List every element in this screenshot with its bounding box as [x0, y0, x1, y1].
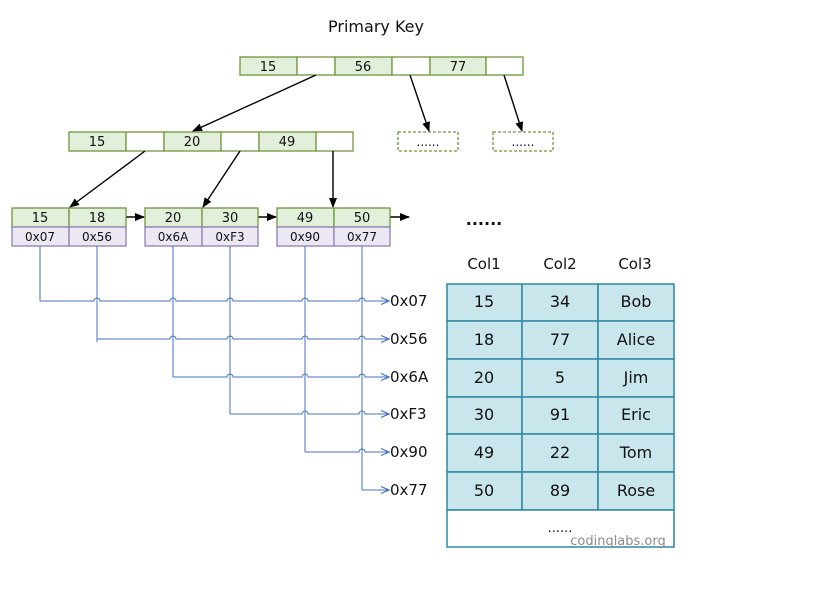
leaf-pointer: 0x07	[25, 230, 55, 244]
table-cell: Jim	[623, 368, 649, 387]
leaf-pointer: 0x56	[82, 230, 112, 244]
ellipsis-node-2: ......	[492, 131, 554, 152]
level2-node: 15 20 49	[68, 131, 354, 152]
table-row: 50 89 Rose	[446, 471, 675, 511]
data-table: Col1 Col2 Col3 15 34 Bob 18 77 Alice 20 …	[446, 255, 675, 548]
leaf-pointer: 0x6A	[158, 230, 189, 244]
address-labels: 0x07 0x56 0x6A 0xF3 0x90 0x77	[390, 292, 429, 499]
diagram-title: Primary Key	[328, 17, 424, 36]
address-label: 0xF3	[390, 405, 427, 423]
table-cell: 20	[474, 368, 494, 387]
root-key-1: 15	[260, 60, 277, 75]
leaf-pointer: 0x90	[290, 230, 320, 244]
address-label: 0x90	[390, 443, 428, 461]
svg-text:......: ......	[512, 135, 535, 149]
table-cell: 34	[550, 292, 570, 311]
table-cell: 89	[550, 481, 570, 500]
watermark: codinglabs.org	[570, 534, 666, 549]
table-row: 15 34 Bob	[446, 283, 675, 322]
table-cell: Rose	[617, 481, 655, 500]
leaf-key: 50	[354, 211, 371, 226]
table-cell: Bob	[621, 292, 652, 311]
table-cell: 77	[550, 330, 570, 349]
address-label: 0x56	[390, 330, 428, 348]
column-header: Col3	[618, 255, 651, 273]
leaf-node-2: 20 30 0x6A 0xF3	[144, 207, 259, 247]
table-cell: 18	[474, 330, 494, 349]
leaf-continuation-ellipsis: ......	[466, 210, 502, 229]
leaf-node-3: 49 50 0x90 0x77	[276, 207, 391, 247]
root-key-2: 56	[355, 60, 372, 75]
leaf-key: 18	[89, 211, 106, 226]
table-row: 30 91 Eric	[446, 396, 675, 435]
table-cell: 49	[474, 443, 494, 462]
table-cell: Tom	[619, 443, 652, 462]
address-label: 0x77	[390, 481, 428, 499]
table-cell: Alice	[617, 330, 655, 349]
level2-key-1: 15	[89, 135, 106, 150]
table-row: 20 5 Jim	[446, 358, 675, 398]
leaf-node-1: 15 18 0x07 0x56	[11, 207, 127, 247]
table-cell: 30	[474, 405, 494, 424]
table-footer-ellipsis: ......	[548, 521, 573, 536]
leaf-pointer: 0x77	[347, 230, 377, 244]
table-row: 18 77 Alice	[446, 320, 675, 360]
table-cell: 22	[550, 443, 570, 462]
leaf-key: 15	[32, 211, 49, 226]
table-cell: Eric	[621, 405, 651, 424]
table-cell: 91	[550, 405, 570, 424]
leaf-pointer: 0xF3	[215, 230, 244, 244]
leaf-key: 30	[222, 211, 239, 226]
root-key-3: 77	[450, 60, 467, 75]
leaf-key: 20	[165, 211, 182, 226]
address-label: 0x07	[390, 292, 428, 310]
column-header: Col1	[467, 255, 500, 273]
svg-text:......: ......	[417, 135, 440, 149]
column-header: Col2	[543, 255, 576, 273]
level2-key-2: 20	[184, 135, 201, 150]
root-node: 15 56 77	[239, 56, 524, 76]
table-row: 49 22 Tom	[446, 433, 675, 473]
table-cell: 5	[555, 368, 565, 387]
table-cell: 15	[474, 292, 494, 311]
leaf-key: 49	[297, 211, 314, 226]
table-footer-row: ......	[446, 509, 675, 548]
ellipsis-node-1: ......	[397, 131, 459, 152]
tree-arrows	[69, 74, 524, 221]
pointer-lines	[39, 246, 389, 490]
level2-key-3: 49	[279, 135, 296, 150]
table-cell: 50	[474, 481, 494, 500]
address-label: 0x6A	[390, 368, 429, 386]
